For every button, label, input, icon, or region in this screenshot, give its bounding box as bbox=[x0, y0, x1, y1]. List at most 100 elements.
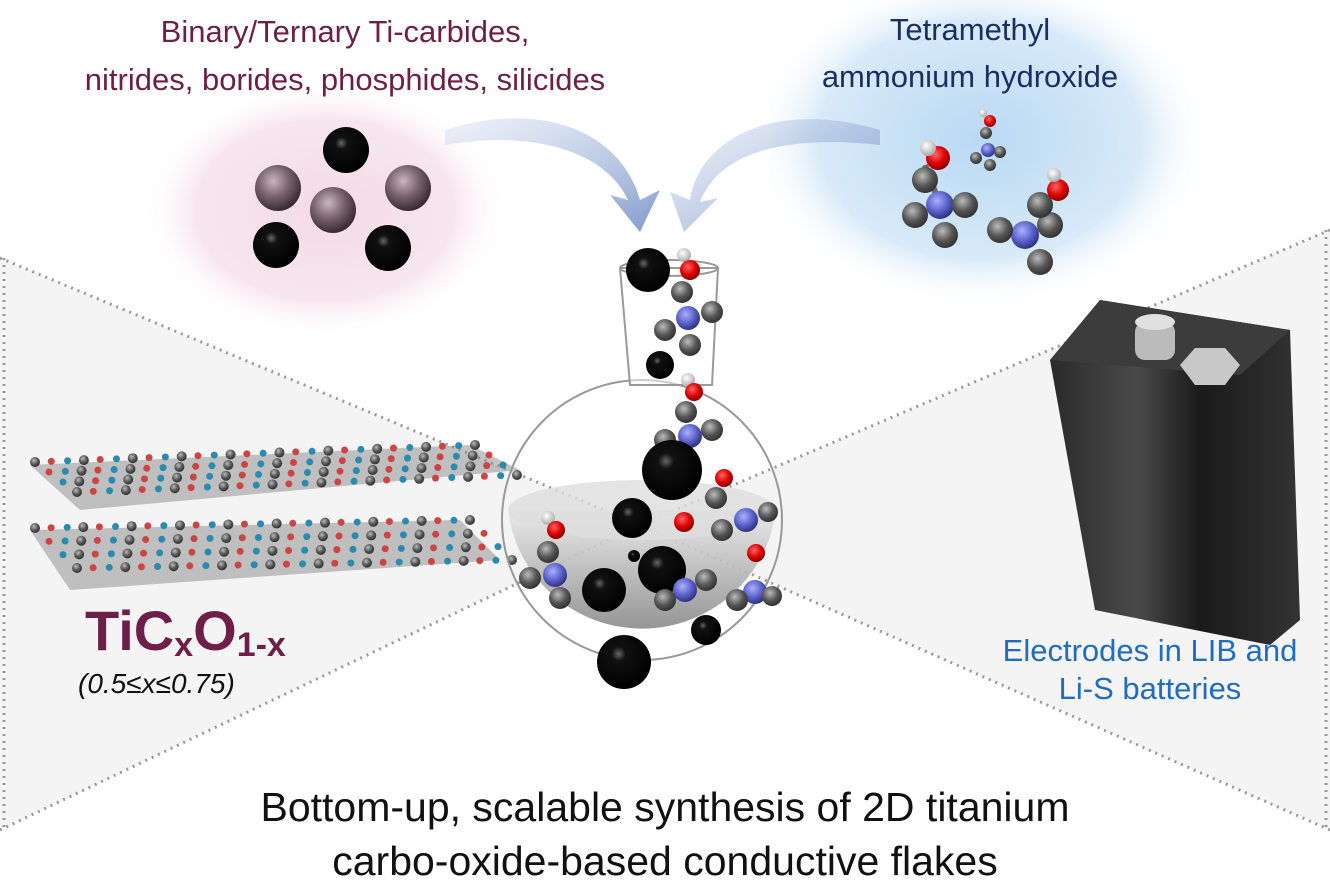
lattice-atom bbox=[206, 534, 214, 542]
lattice-atom bbox=[465, 515, 475, 525]
lattice-atom bbox=[170, 547, 181, 558]
lattice-atom bbox=[257, 520, 265, 528]
lattice-atom bbox=[140, 475, 148, 483]
lattice-atom bbox=[255, 470, 263, 478]
lattice-atom bbox=[240, 520, 248, 528]
lattice-atom bbox=[145, 454, 153, 462]
lattice-atom bbox=[189, 473, 197, 481]
lattice-atom bbox=[236, 547, 244, 555]
lattice-atom bbox=[306, 458, 314, 466]
lattice-atom bbox=[460, 542, 471, 553]
lattice-atom bbox=[414, 473, 425, 484]
lattice-atom bbox=[470, 440, 480, 450]
lattice-atom bbox=[138, 485, 146, 493]
lattice-atom bbox=[238, 534, 246, 542]
lattice-atom bbox=[122, 548, 133, 559]
lattice-atom bbox=[120, 562, 131, 573]
lattice-atom bbox=[467, 450, 478, 461]
lattice-atom bbox=[120, 485, 131, 496]
lattice-atom bbox=[64, 457, 72, 465]
lattice-atom bbox=[497, 472, 505, 480]
lattice-atom bbox=[92, 477, 100, 485]
lattice-atom bbox=[172, 472, 183, 483]
lattice-atom bbox=[76, 465, 87, 476]
formula-sub1: x bbox=[174, 626, 194, 664]
lattice-atom bbox=[438, 442, 446, 450]
lattice-atom bbox=[59, 551, 67, 559]
lattice-atom bbox=[208, 521, 216, 529]
lattice-atom bbox=[321, 456, 332, 467]
lattice-atom bbox=[126, 521, 137, 532]
lattice-atom bbox=[301, 546, 309, 554]
lattice-atom bbox=[480, 529, 488, 537]
lattice-atom bbox=[74, 549, 85, 560]
lattice-atom bbox=[349, 545, 357, 553]
lattice-atom bbox=[108, 476, 116, 484]
lattice-atom bbox=[347, 559, 355, 567]
lattice-atom bbox=[357, 445, 365, 453]
lattice-atom bbox=[274, 447, 285, 458]
lattice-atom bbox=[142, 536, 150, 544]
lattice-atom bbox=[267, 479, 278, 490]
lattice-atom bbox=[190, 535, 198, 543]
lattice-atom bbox=[305, 519, 313, 527]
lattice-atom bbox=[187, 484, 195, 492]
lattice-atom bbox=[217, 560, 227, 571]
lattice-atom bbox=[455, 442, 463, 450]
lattice-atom bbox=[59, 478, 67, 486]
application-label-line2: Li-S batteries bbox=[1058, 671, 1242, 706]
lattice-atom bbox=[337, 518, 345, 526]
flask bbox=[501, 248, 783, 689]
lattice-atom bbox=[45, 468, 53, 476]
lattice-atom bbox=[323, 445, 334, 456]
lattice-atom bbox=[250, 561, 258, 569]
lattice-atom bbox=[299, 560, 307, 568]
lattice-atom bbox=[434, 517, 442, 525]
lattice-atom bbox=[282, 560, 290, 568]
lattice-atom bbox=[350, 477, 358, 485]
lattice-atom bbox=[144, 522, 152, 530]
lattice-atom bbox=[364, 544, 375, 555]
lattice-atom bbox=[254, 533, 262, 541]
lattice-atom bbox=[478, 543, 486, 551]
lattice-atom bbox=[432, 530, 440, 538]
lattice-atom bbox=[458, 555, 469, 566]
lattice-atom bbox=[320, 517, 330, 528]
formula-sub2: 1-x bbox=[236, 626, 286, 664]
lattice-atom bbox=[351, 532, 359, 540]
lattice-atom bbox=[395, 558, 403, 566]
lattice-atom bbox=[362, 557, 372, 568]
lattice-atom bbox=[318, 466, 329, 477]
lattice-atom bbox=[397, 544, 405, 552]
lattice-atom bbox=[333, 546, 341, 554]
lattice-atom bbox=[63, 523, 71, 531]
lattice-atom bbox=[448, 474, 456, 482]
lattice-atom bbox=[94, 466, 102, 474]
application-label-line1: Electrodes in LIB and bbox=[1002, 633, 1298, 668]
lattice-atom bbox=[353, 518, 361, 526]
lattice-atom bbox=[137, 563, 145, 571]
lattice-atom bbox=[74, 476, 85, 487]
lattice-atom bbox=[143, 464, 151, 472]
lattice-atom bbox=[203, 483, 211, 491]
precursor-label-line1: Binary/Ternary Ti-carbides, bbox=[160, 14, 530, 49]
lattice-atom bbox=[444, 557, 452, 565]
lattice-atom bbox=[72, 563, 82, 573]
lattice-atom bbox=[236, 482, 244, 490]
lattice-atom bbox=[416, 515, 427, 526]
lattice-atom bbox=[95, 523, 103, 531]
lattice-atom bbox=[192, 521, 200, 529]
lattice-atom bbox=[188, 548, 196, 556]
figure-title-line1: Bottom-up, scalable synthesis of 2D tita… bbox=[260, 784, 1070, 830]
lattice-atom bbox=[292, 448, 300, 456]
lattice-atom bbox=[331, 559, 339, 567]
lattice-atom bbox=[172, 533, 183, 544]
lattice-atom bbox=[76, 535, 87, 546]
lattice-atom bbox=[483, 462, 491, 470]
lattice-atom bbox=[112, 455, 120, 463]
lattice-atom bbox=[383, 531, 391, 539]
reagent-label-line2: ammonium hydroxide bbox=[821, 59, 1119, 94]
arrow-left bbox=[445, 118, 660, 232]
